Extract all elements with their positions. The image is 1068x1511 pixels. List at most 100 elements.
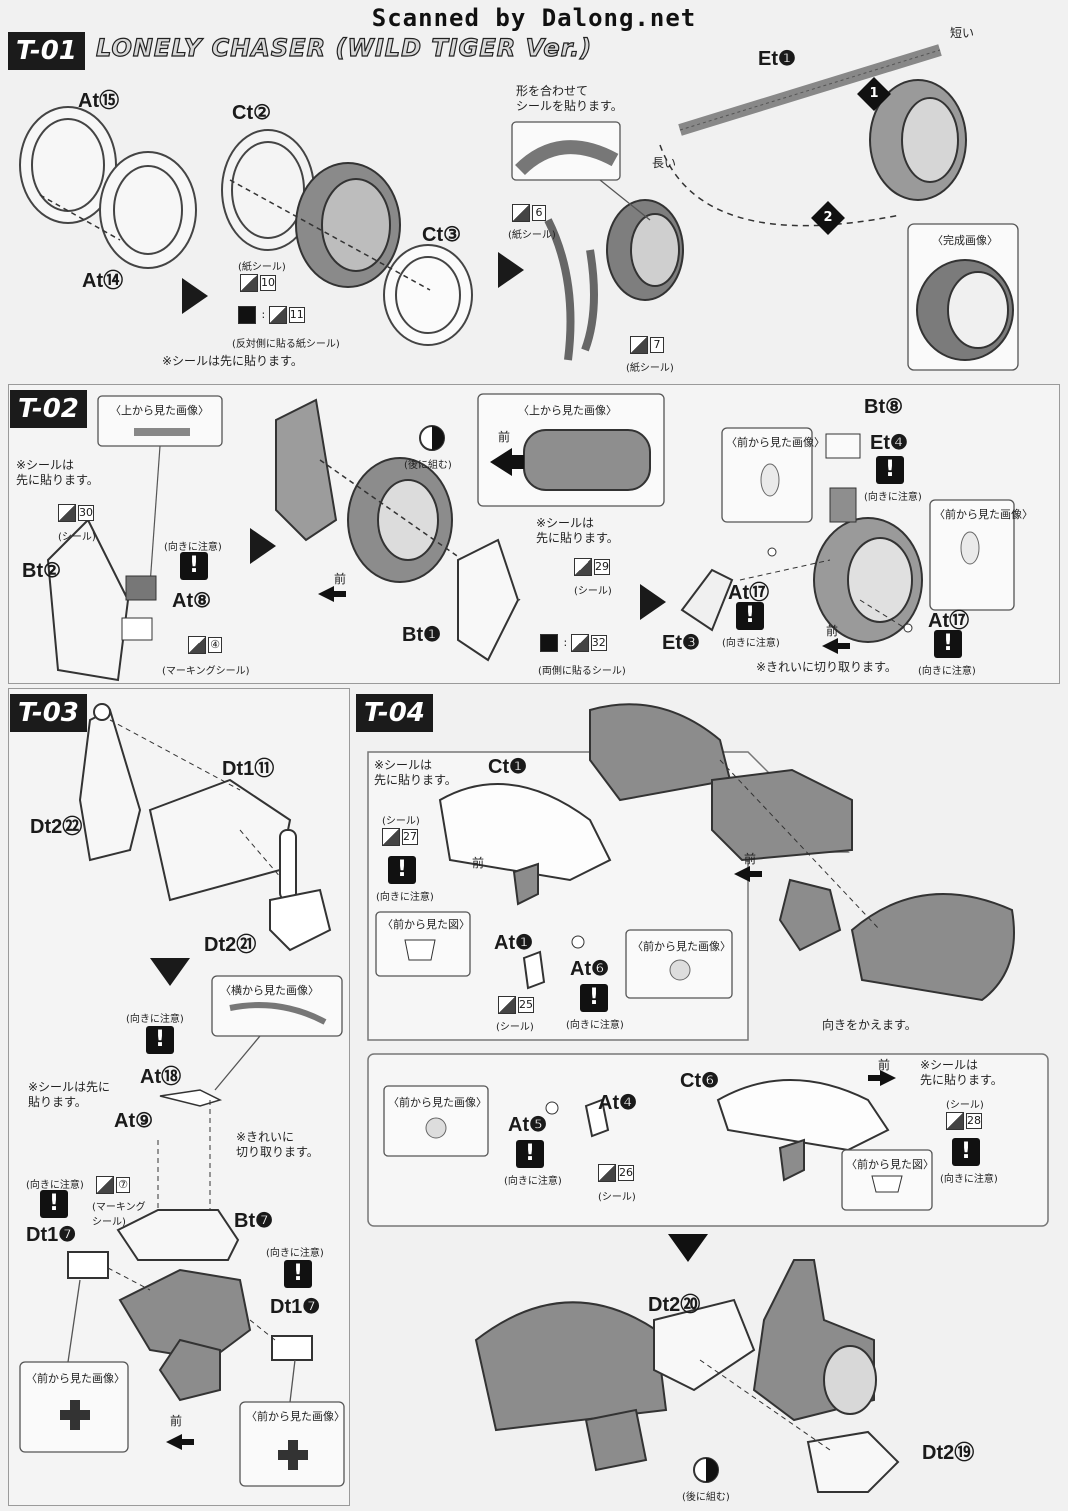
- note-caution-3: (向きに注意): [722, 638, 780, 649]
- part-et4: Et❹: [870, 432, 908, 454]
- note-marking-seal: (マーキングシール): [162, 666, 250, 677]
- note-front: 前: [472, 856, 485, 870]
- note-caution-3: (向きに注意): [504, 1176, 562, 1187]
- note-seal-2: (シール): [574, 586, 612, 597]
- part-et3: Et❸: [662, 632, 700, 654]
- arrow-right-icon: [498, 252, 524, 288]
- note-seal-first: ※シールは先に貼ります。: [162, 354, 303, 368]
- note-caution: (向きに注意): [376, 892, 434, 903]
- tire-et1: [869, 79, 967, 201]
- sticker-marking-7: ⑦: [96, 1176, 130, 1194]
- part-dt2-21: Dt2㉑: [204, 934, 257, 956]
- sticker-4: ④: [188, 636, 222, 654]
- note-top-view-2: 〈上から見た画像〉: [518, 404, 617, 417]
- note-front-view: 〈前から見た画像〉: [26, 1372, 125, 1385]
- sticker-number: ④: [208, 637, 222, 653]
- sticker-11: : 11: [238, 306, 305, 324]
- note-change-direction: 向きをかえます。: [822, 1018, 917, 1032]
- note-both-sides: (両側に貼るシール): [538, 666, 626, 677]
- tire-ct-main: [295, 162, 401, 288]
- sticker-6: 6: [512, 204, 546, 222]
- sticker-29: 29: [574, 558, 610, 576]
- note-seal-first-2: ※シールは 先に貼ります。: [536, 516, 619, 545]
- note-seal: (シール): [382, 816, 420, 827]
- note-assemble-later: (後に組む): [682, 1492, 730, 1503]
- sticker-icon: [96, 1176, 114, 1194]
- sticker-10: 10: [240, 274, 276, 292]
- caution-icon: !: [736, 602, 764, 630]
- note-seal-4: (シール): [946, 1100, 984, 1111]
- note-front-view-fig: 〈前から見た図〉: [382, 918, 470, 931]
- note-front-3: 前: [826, 624, 839, 638]
- note-marking-seal: (マーキング シール): [92, 1202, 146, 1228]
- section-tag-t02: T-02: [10, 390, 87, 428]
- note-long: 長い: [652, 156, 677, 170]
- note-caution-2: (向きに注意): [26, 1180, 84, 1191]
- part-bt8: Bt⑧: [864, 396, 904, 418]
- part-ct3: Ct③: [422, 224, 462, 246]
- t03-illustrations: [19, 703, 345, 1487]
- watermark: Scanned by Dalong.net: [371, 4, 697, 32]
- caution-icon: !: [952, 1138, 980, 1166]
- caution-icon: !: [40, 1190, 68, 1218]
- flip-icon: [238, 306, 256, 324]
- tire-assembled: [606, 199, 684, 301]
- part-ct2: Ct②: [232, 102, 272, 124]
- part-dt1-7-left: Dt1❼: [26, 1224, 77, 1246]
- part-bt1: Bt❶: [402, 624, 442, 646]
- sticker-number: 28: [966, 1113, 982, 1129]
- note-seal-first: ※シールは先に 貼ります。: [28, 1080, 111, 1109]
- note-caution: (向きに注意): [164, 542, 222, 553]
- note-paper-seal-10: (紙シール): [238, 262, 286, 273]
- note-front: 前: [170, 1414, 183, 1428]
- note-seal-first-2: ※シールは 先に貼ります。: [920, 1058, 1003, 1087]
- sticker-30: 30: [58, 504, 94, 522]
- arrow-down-icon: [150, 958, 190, 986]
- sticker-32: : 32: [540, 634, 607, 652]
- part-dt2-20: Dt2⑳: [648, 1294, 701, 1316]
- sticker-icon: [574, 558, 592, 576]
- tire-t02: [347, 457, 453, 583]
- note-cut-clean: ※きれいに切り取ります。: [756, 660, 897, 674]
- note-seal-3: (シール): [598, 1192, 636, 1203]
- note-top-view: 〈上から見た画像〉: [110, 404, 209, 417]
- caution-icon: !: [284, 1260, 312, 1288]
- note-seal-first: ※シールは 先に貼ります。: [374, 758, 457, 787]
- note-align-seal: 形を合わせて シールを貼ります。: [516, 84, 623, 113]
- note-assemble-later: (後に組む): [404, 460, 452, 471]
- note-caution-2: (向きに注意): [566, 1020, 624, 1031]
- note-seal: (シール): [58, 532, 96, 543]
- note-front-view-img: 〈前から見た画像〉: [632, 940, 731, 953]
- sticker-number: 30: [78, 505, 94, 521]
- page-title: LONELY CHASER (WILD TIGER Ver.): [95, 33, 593, 62]
- sticker-icon: [58, 504, 76, 522]
- note-completed: 〈完成画像〉: [932, 234, 998, 247]
- sticker-icon: [512, 204, 530, 222]
- sticker-number: 26: [618, 1165, 634, 1181]
- part-at17-left: At⑰: [728, 582, 770, 604]
- sticker-number: 11: [288, 307, 305, 323]
- sticker-26: 26: [598, 1164, 634, 1182]
- arrow-right-icon: [640, 584, 666, 620]
- note-short: 短い: [950, 26, 975, 40]
- sticker-icon: [630, 336, 648, 354]
- ring-at14: [99, 151, 197, 269]
- t02-illustrations: [46, 393, 1015, 682]
- note-front-3: 前: [878, 1058, 891, 1072]
- section-tag-t03: T-03: [10, 694, 87, 732]
- sticker-icon: [382, 828, 400, 846]
- note-paper-seal-7: (紙シール): [626, 363, 674, 374]
- note-seal-2: (シール): [496, 1022, 534, 1033]
- part-at9: At⑨: [114, 1110, 154, 1132]
- caution-icon: !: [934, 630, 962, 658]
- sticker-number: 7: [650, 337, 664, 353]
- part-dt2-22: Dt2㉒: [30, 816, 83, 838]
- part-dt1-7-right: Dt1❼: [270, 1296, 321, 1318]
- sticker-number: 6: [532, 205, 546, 221]
- sticker-number: 27: [402, 829, 418, 845]
- sticker-icon: [268, 306, 287, 324]
- caution-icon: !: [580, 984, 608, 1012]
- part-bt2: Bt②: [22, 560, 62, 582]
